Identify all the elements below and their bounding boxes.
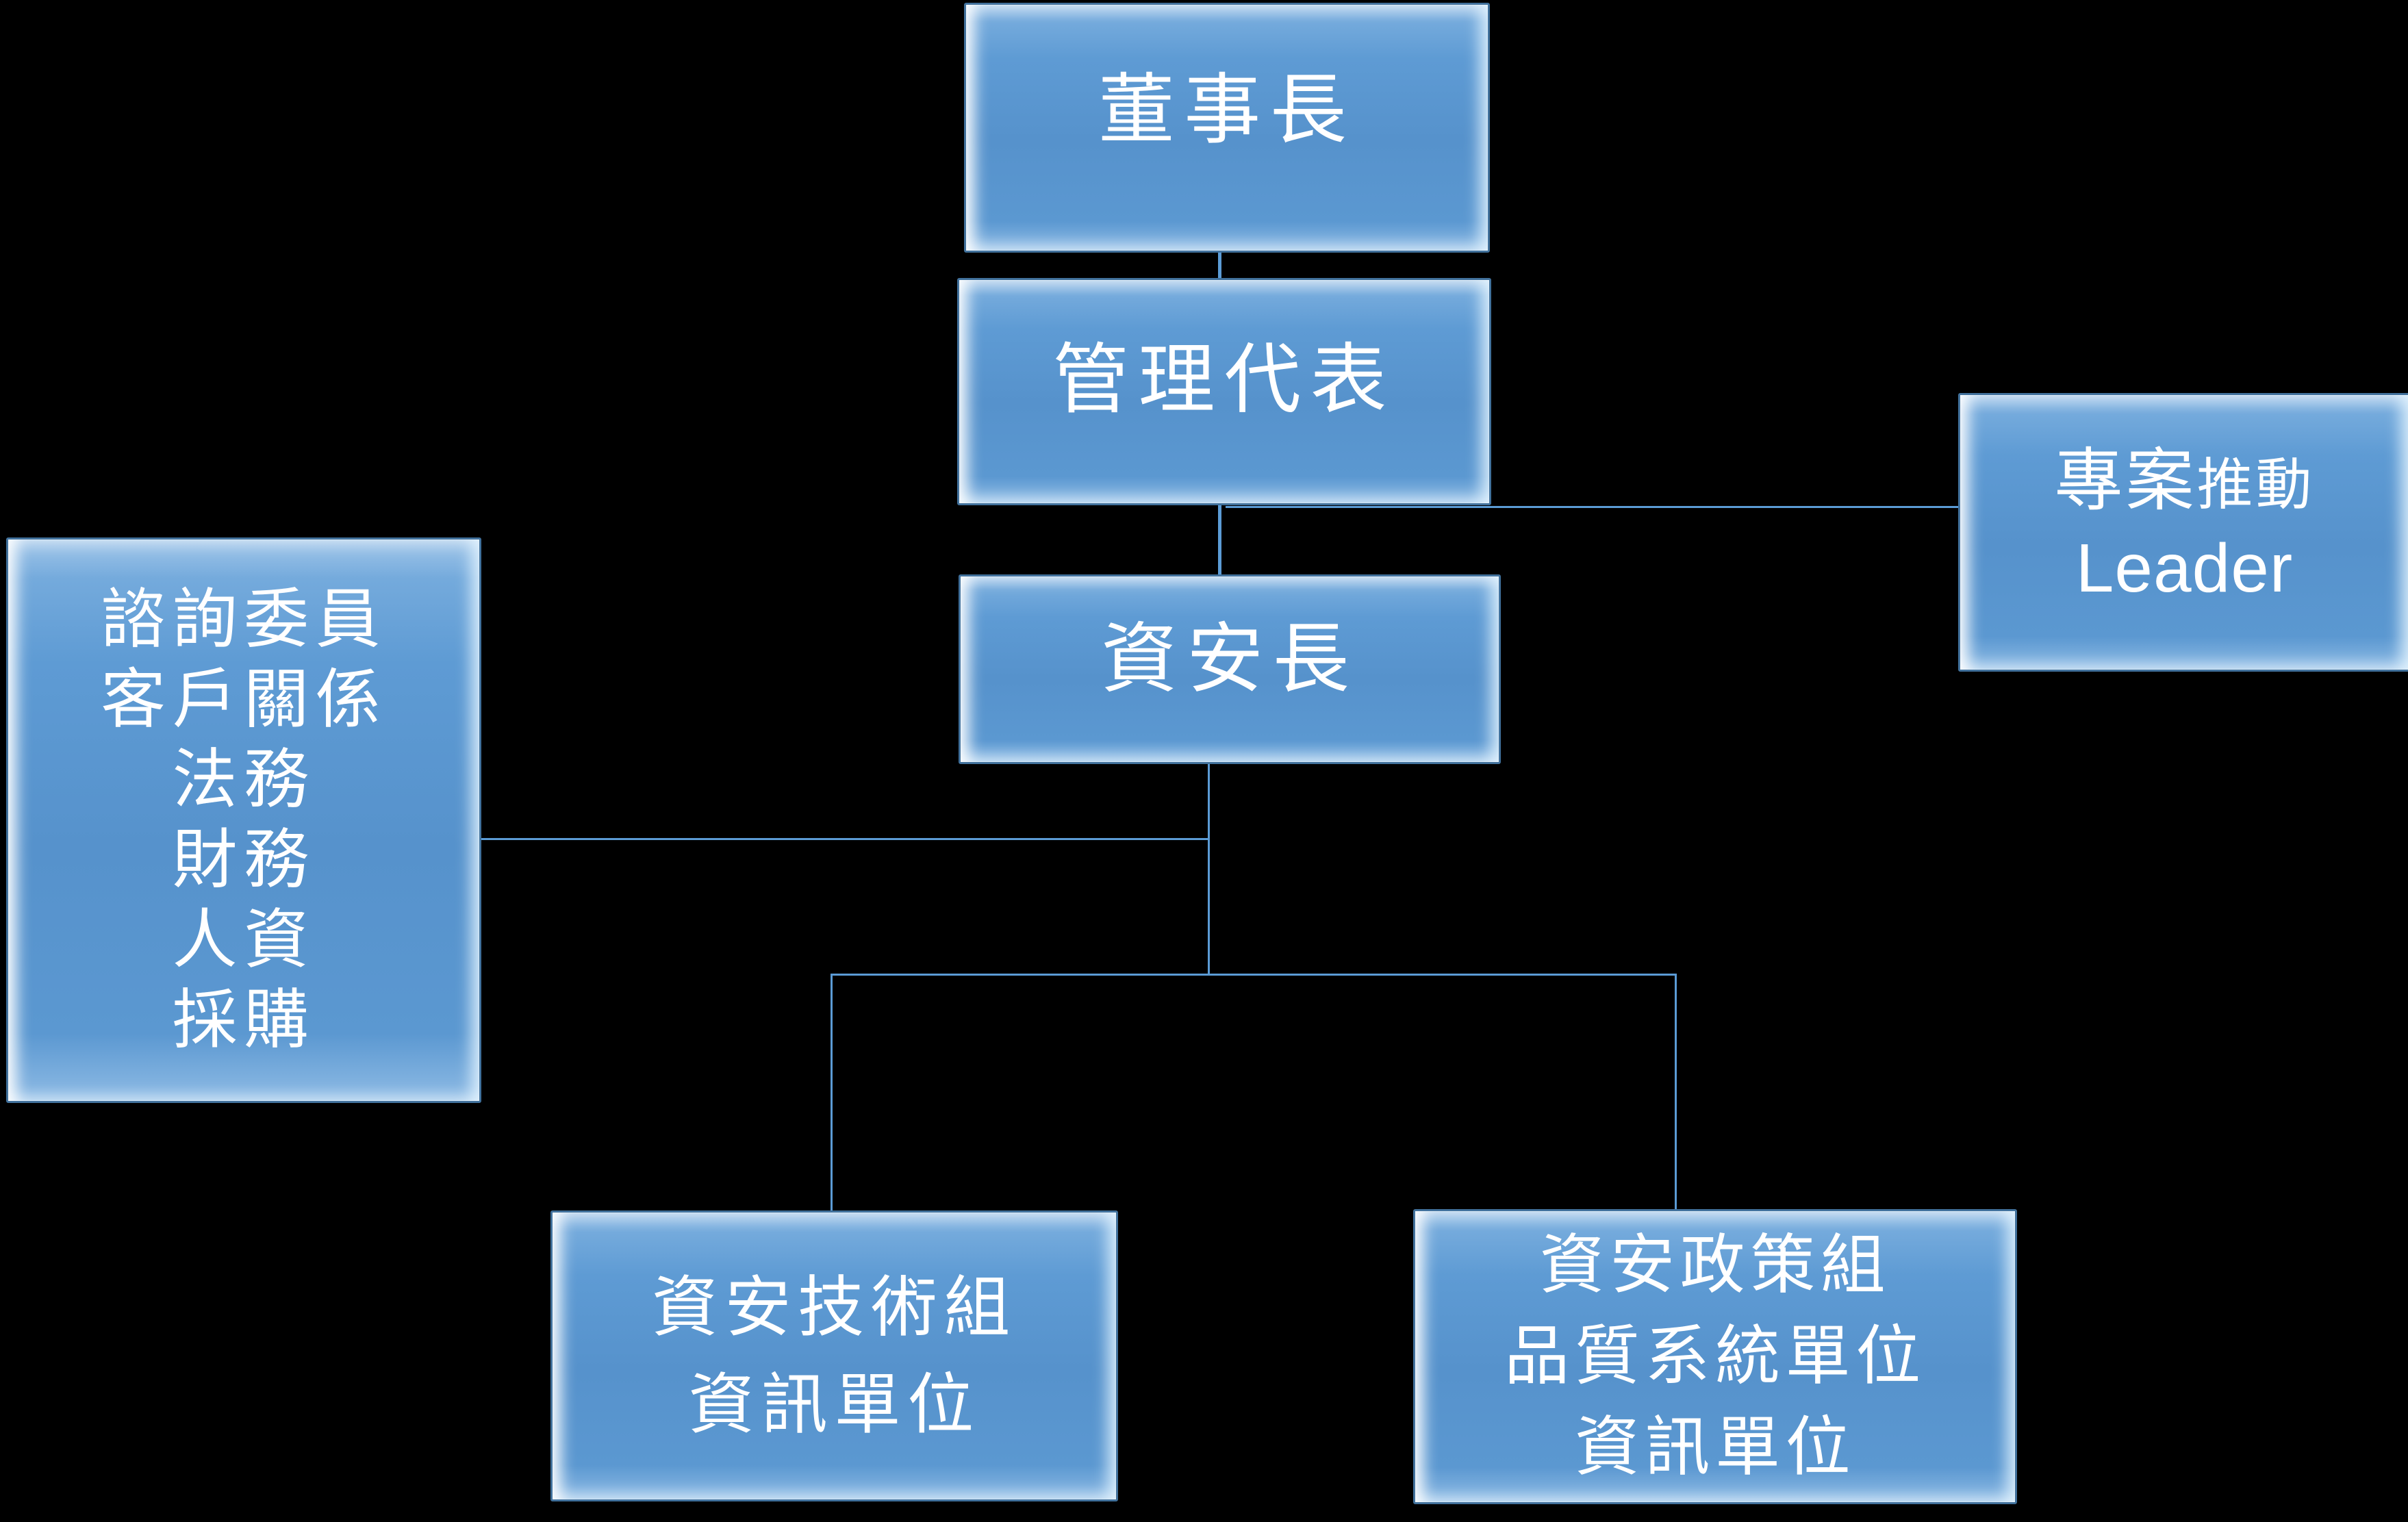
- connector-branch-to-project-leader: [1226, 506, 1958, 508]
- node-project-leader-line2: Leader: [2075, 529, 2294, 607]
- connector-split-bar: [831, 974, 1677, 976]
- security-policy-line-1: 資安政策組: [1539, 1229, 1891, 1302]
- connector-to-security-policy: [1675, 974, 1677, 1209]
- security-tech-line-1: 資安技術組: [651, 1269, 1017, 1345]
- project-leader-line1-sub: 推動: [2196, 453, 2315, 516]
- node-project-leader: 專案推動 Leader: [1958, 393, 2408, 672]
- advisory-line-4: 財務: [172, 824, 316, 896]
- node-management-representative-label: 管理代表: [1052, 337, 1396, 423]
- security-policy-line-2: 品質系統單位: [1504, 1320, 1926, 1393]
- security-tech-line-2: 資訊單位: [688, 1367, 980, 1442]
- project-leader-line1-main: 專案: [2054, 442, 2197, 519]
- security-policy-line-3: 資訊單位: [1574, 1411, 1856, 1484]
- advisory-line-3: 法務: [172, 744, 316, 816]
- connector-branch-to-advisory: [477, 838, 1208, 840]
- node-project-leader-line1: 專案推動: [2054, 437, 2314, 524]
- advisory-line-1: 諮詢委員: [100, 583, 387, 656]
- node-chairman: 董事長: [964, 3, 1490, 253]
- connector-to-security-tech: [831, 974, 833, 1210]
- connector-ciso-down: [1208, 739, 1210, 975]
- node-advisory-group: 諮詢委員 客戶關係 法務 財務 人資 採購: [6, 537, 481, 1103]
- node-security-tech-group: 資安技術組 資訊單位: [550, 1210, 1118, 1501]
- advisory-line-2: 客戶關係: [100, 663, 387, 736]
- advisory-line-5: 人資: [172, 904, 316, 976]
- node-management-representative: 管理代表: [957, 278, 1491, 505]
- advisory-line-6: 採購: [172, 984, 316, 1056]
- connector-mgmtrep-to-ciso: [1218, 478, 1221, 575]
- node-ciso: 資安長: [959, 574, 1501, 764]
- node-security-policy-group: 資安政策組 品質系統單位 資訊單位: [1413, 1209, 2017, 1504]
- node-ciso-label: 資安長: [1100, 616, 1359, 702]
- node-chairman-label: 董事長: [1098, 66, 1356, 153]
